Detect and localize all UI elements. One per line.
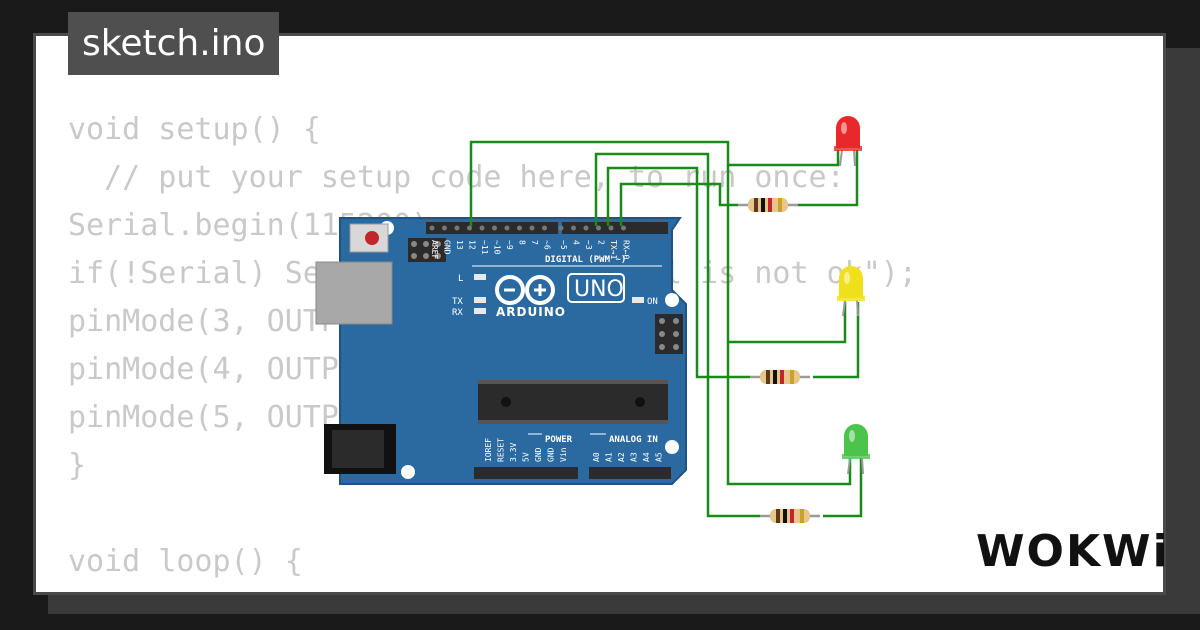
pin-label: A3 — [630, 452, 639, 462]
pin-label: A1 — [605, 452, 614, 462]
led-tx — [474, 297, 486, 303]
pin-label: 13 — [455, 240, 464, 250]
led-l-label: L — [458, 274, 463, 284]
pin-label: ~9 — [505, 240, 514, 250]
pin-hole[interactable] — [571, 225, 576, 231]
pin-hole[interactable] — [479, 225, 485, 231]
wokwi-logo: WOKWi — [976, 526, 1170, 577]
pin-label: ~5 — [559, 240, 568, 250]
pin-label: ~3 — [584, 240, 593, 250]
pin-label: A0 — [592, 452, 601, 462]
board-brand: ARDUINO — [496, 305, 566, 319]
pin-label: A4 — [642, 452, 651, 462]
pin-label: A5 — [655, 452, 664, 462]
mount-hole-icon — [665, 440, 679, 454]
pin-label: Vin — [559, 447, 568, 462]
led-on — [632, 297, 644, 303]
code-line[interactable]: } — [68, 448, 87, 483]
mount-hole-icon — [665, 293, 679, 307]
pin-label: GND — [443, 240, 452, 255]
pin-label: A2 — [617, 452, 626, 462]
digital-label: DIGITAL (PWM ~) — [545, 255, 626, 265]
usb-port — [315, 261, 393, 325]
pin-label: AREF — [430, 240, 439, 259]
pin-hole[interactable] — [621, 225, 626, 231]
pin-label: ~11 — [480, 240, 489, 255]
pin-hole[interactable] — [442, 225, 447, 231]
led-tx-label: TX — [452, 297, 463, 307]
pin-hole[interactable] — [454, 225, 460, 231]
analog-header — [589, 467, 671, 479]
arduino-logo-icon — [495, 275, 555, 305]
led-rx-label: RX — [452, 308, 463, 318]
pin-hole[interactable] — [608, 225, 614, 231]
icsp-header — [408, 238, 446, 262]
pin-label: 3.3V — [509, 443, 518, 462]
pin-label: 12 — [468, 240, 477, 250]
pin-label: 2 — [597, 240, 606, 245]
pin-hole[interactable] — [542, 225, 547, 231]
pin-label: GND — [547, 447, 556, 462]
led-green[interactable] — [842, 424, 870, 475]
pin-hole[interactable] — [529, 225, 535, 231]
wires — [469, 140, 863, 518]
pin-label: IOREF — [484, 438, 493, 462]
pin-hole[interactable] — [517, 225, 522, 231]
pin-hole[interactable] — [504, 225, 510, 231]
power-label: POWER — [545, 435, 573, 445]
pin-hole[interactable] — [558, 225, 564, 231]
analog-label: ANALOG IN — [609, 435, 658, 445]
pin-label: RX←0 — [622, 240, 631, 259]
code-line[interactable]: void setup() { — [68, 112, 321, 147]
resistor[interactable] — [750, 370, 810, 384]
led-rx — [474, 308, 486, 314]
pin-label: 7 — [530, 240, 539, 245]
resistor[interactable] — [738, 198, 798, 212]
resistor[interactable] — [760, 509, 820, 523]
digital-header-right — [562, 222, 668, 234]
pin-label: 4 — [572, 240, 581, 245]
pin-label: 8 — [518, 240, 527, 245]
pin-hole[interactable] — [429, 225, 435, 231]
board-model: UNO — [574, 277, 624, 302]
power-header — [474, 467, 578, 479]
pin-hole[interactable] — [492, 225, 497, 231]
pin-label: TX→1 — [609, 240, 618, 259]
microcontroller-chip — [478, 380, 668, 424]
pin-label: 5V — [522, 452, 531, 462]
file-tab[interactable]: sketch.ino — [68, 12, 280, 75]
led-l — [474, 274, 486, 280]
mount-hole-icon — [401, 465, 415, 479]
led-red[interactable] — [834, 116, 862, 167]
icsp2-header — [655, 314, 683, 354]
pin-label: ~10 — [493, 240, 502, 255]
pin-hole[interactable] — [467, 225, 472, 231]
pin-hole[interactable] — [596, 225, 601, 231]
pin-label: RESET — [497, 438, 506, 462]
pin-hole[interactable] — [583, 225, 589, 231]
led-yellow[interactable] — [837, 266, 865, 317]
code-line[interactable]: void loop() { — [68, 544, 303, 579]
pin-label: ~6 — [543, 240, 552, 250]
on-label: ON — [647, 297, 658, 307]
pin-label: GND — [534, 447, 543, 462]
